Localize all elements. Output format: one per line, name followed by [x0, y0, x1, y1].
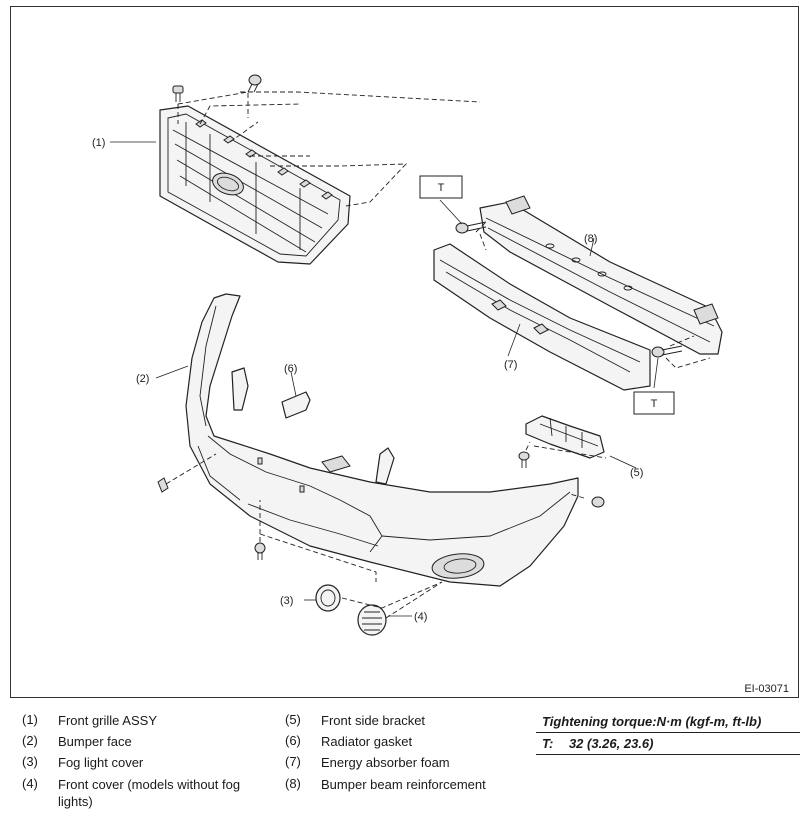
bumper-bolt-bottom: [254, 542, 266, 560]
legend-item: (7) Energy absorber foam: [285, 754, 450, 770]
callout-6: (6): [284, 363, 297, 375]
legend-item: (5) Front side bracket: [285, 712, 426, 728]
legend-item: (2) Bumper face: [22, 733, 132, 749]
radiator-gasket: [281, 371, 311, 419]
torque-row: T: 32 (3.26, 23.6): [536, 733, 800, 755]
beam-bolt-left: [455, 221, 487, 234]
front-grille-assy: [159, 105, 351, 265]
torque-heading: Tightening torque:N·m (kgf-m, ft-lb): [536, 712, 800, 733]
svg-text:T: T: [651, 398, 658, 410]
bracket-screw: [518, 451, 530, 468]
diagram-code: EI-03071: [744, 683, 789, 695]
legend-item: (4) Front cover (models without fog ligh…: [22, 776, 241, 809]
bumper-clip-right: [591, 496, 605, 508]
callout-8: (8): [584, 233, 597, 245]
callout-4: (4): [414, 611, 427, 623]
grille-clip-left: [172, 85, 184, 102]
callout-5: (5): [630, 467, 643, 479]
torque-table: Tightening torque:N·m (kgf-m, ft-lb) T: …: [536, 712, 800, 755]
callout-7: (7): [504, 359, 517, 371]
legend-item: (1) Front grille ASSY: [22, 712, 157, 728]
callout-1: (1): [92, 137, 105, 149]
torque-tag-top: T: [419, 175, 463, 199]
torque-value: 32 (3.26, 23.6): [568, 736, 654, 751]
diagram-frame: [10, 6, 799, 698]
bumper-beam-reinforcement: [479, 195, 723, 355]
callout-3: (3): [280, 595, 293, 607]
callout-2: (2): [136, 373, 149, 385]
beam-bolt-right: [651, 345, 683, 358]
svg-text:T: T: [438, 182, 445, 194]
energy-absorber-foam: [433, 243, 651, 391]
exploded-view-diagram: T T (1) (2) (3) (4) (5) (6) (7) (8) EI-0…: [92, 74, 789, 695]
torque-tag-bottom: T: [633, 391, 675, 415]
legend-item: (3) Fog light cover: [22, 754, 144, 770]
legend-item: (8) Bumper beam reinforcement: [285, 776, 486, 792]
legend-item: (6) Radiator gasket: [285, 733, 413, 749]
front-side-bracket: [525, 415, 605, 459]
bumper-clip-left: [157, 477, 169, 493]
torque-label: T:: [542, 736, 554, 751]
front-cover: [357, 604, 387, 636]
fog-light-cover: [315, 584, 341, 612]
grille-bolt: [247, 74, 262, 93]
bumper-face: [185, 293, 579, 587]
